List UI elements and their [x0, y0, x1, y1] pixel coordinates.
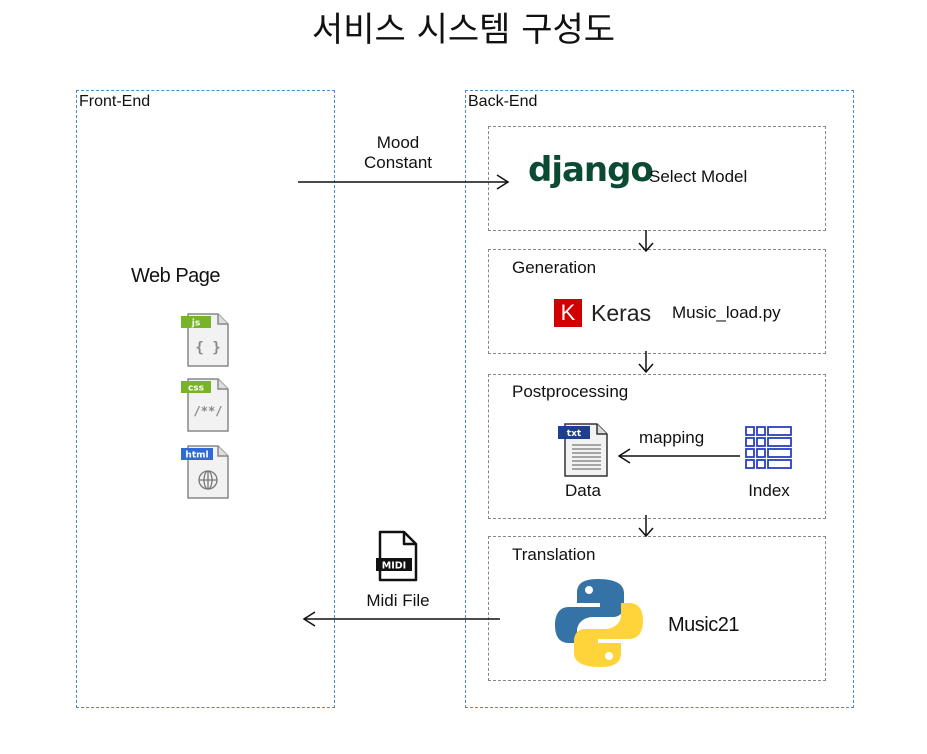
down-arrow-3: [638, 515, 654, 538]
translation-box: [488, 536, 826, 681]
css-glyph: /**/: [194, 404, 223, 418]
midi-tag: MIDI: [382, 561, 406, 572]
translation-label: Translation: [512, 545, 596, 564]
html-tag: html: [185, 451, 208, 461]
index-grid-icon: [745, 426, 792, 469]
mapping-arrow: [617, 448, 740, 464]
globe-icon: [198, 470, 218, 490]
select-model-label: Select Model: [649, 167, 748, 186]
backend-panel: [465, 90, 854, 708]
down-arrow-1: [638, 230, 654, 253]
index-label: Index: [748, 481, 790, 500]
css-file-icon: css /**/: [181, 378, 229, 432]
generation-box: [488, 249, 826, 354]
diagram-title: 서비스 시스템 구성도: [311, 10, 616, 50]
css-tag: css: [188, 384, 204, 394]
midi-file-icon: MIDI: [376, 530, 418, 582]
html-file-icon: html: [181, 445, 229, 499]
txt-file-icon: txt: [558, 423, 608, 477]
js-file-icon: js { }: [181, 313, 229, 367]
django-box: [488, 126, 826, 231]
django-logo: django: [528, 150, 654, 190]
request-label: Mood Constant: [363, 133, 433, 172]
generation-label: Generation: [512, 258, 597, 277]
music21-label: Music21: [668, 614, 739, 636]
js-tag: js: [191, 319, 200, 329]
midi-file-label: Midi File: [366, 591, 430, 610]
frontend-panel: [76, 90, 335, 708]
mapping-label: mapping: [639, 428, 705, 447]
postprocessing-box: [488, 374, 826, 519]
js-glyph: { }: [195, 340, 220, 356]
request-arrow: [298, 174, 510, 190]
txt-tag: txt: [567, 429, 582, 439]
postprocessing-label: Postprocessing: [512, 382, 629, 401]
response-arrow: [302, 611, 500, 627]
down-arrow-2: [638, 351, 654, 374]
frontend-label: Front-End: [79, 93, 151, 110]
keras-text: Keras: [591, 300, 652, 326]
web-page-label: Web Page: [131, 265, 221, 287]
music-load-script: Music_load.py: [672, 303, 781, 322]
python-logo-icon: [555, 579, 643, 667]
backend-label: Back-End: [468, 93, 538, 110]
text-lines-icon: [572, 444, 601, 470]
keras-logo-icon: K: [554, 299, 582, 327]
data-label: Data: [565, 481, 601, 500]
